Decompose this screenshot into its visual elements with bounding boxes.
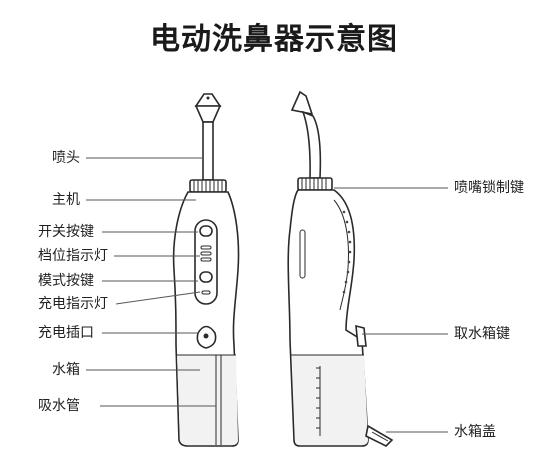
front-nozzle-stem <box>202 121 214 181</box>
front-power-button <box>199 225 213 237</box>
front-nozzle-cone <box>194 105 222 123</box>
front-view <box>172 93 240 447</box>
side-view <box>287 90 394 447</box>
side-nozzle-stem <box>301 110 322 179</box>
label-suction-tube: 吸水管 <box>38 398 80 414</box>
front-nozzle-tip <box>194 93 222 107</box>
front-collar <box>189 179 227 193</box>
front-water-tank <box>177 355 238 445</box>
label-charge-indicator: 充电指示灯 <box>38 296 108 312</box>
side-collar <box>297 177 333 191</box>
label-nozzle: 喷头 <box>52 150 80 166</box>
front-mode-button <box>199 271 213 283</box>
page-title: 电动洗鼻器示意图 <box>150 22 398 57</box>
side-tank-release-key <box>355 324 367 347</box>
leader-charge-indicator <box>115 291 201 305</box>
side-water-tank <box>292 355 368 445</box>
side-nozzle-tip <box>290 90 314 116</box>
label-nozzle-lock-key: 喷嘴锁制键 <box>454 180 524 196</box>
label-tank-cover: 水箱盖 <box>454 424 496 440</box>
label-tank-release-key: 取水箱键 <box>454 326 510 342</box>
label-mode-button: 模式按键 <box>38 273 94 289</box>
label-gear-indicator: 档位指示灯 <box>38 248 108 264</box>
side-grip-panel <box>333 199 349 311</box>
label-power-button: 开关按键 <box>38 224 94 240</box>
label-water-tank: 水箱 <box>52 362 80 378</box>
label-charge-port: 充电插口 <box>38 325 94 341</box>
front-control-panel <box>194 219 218 305</box>
label-main-unit: 主机 <box>52 192 80 208</box>
